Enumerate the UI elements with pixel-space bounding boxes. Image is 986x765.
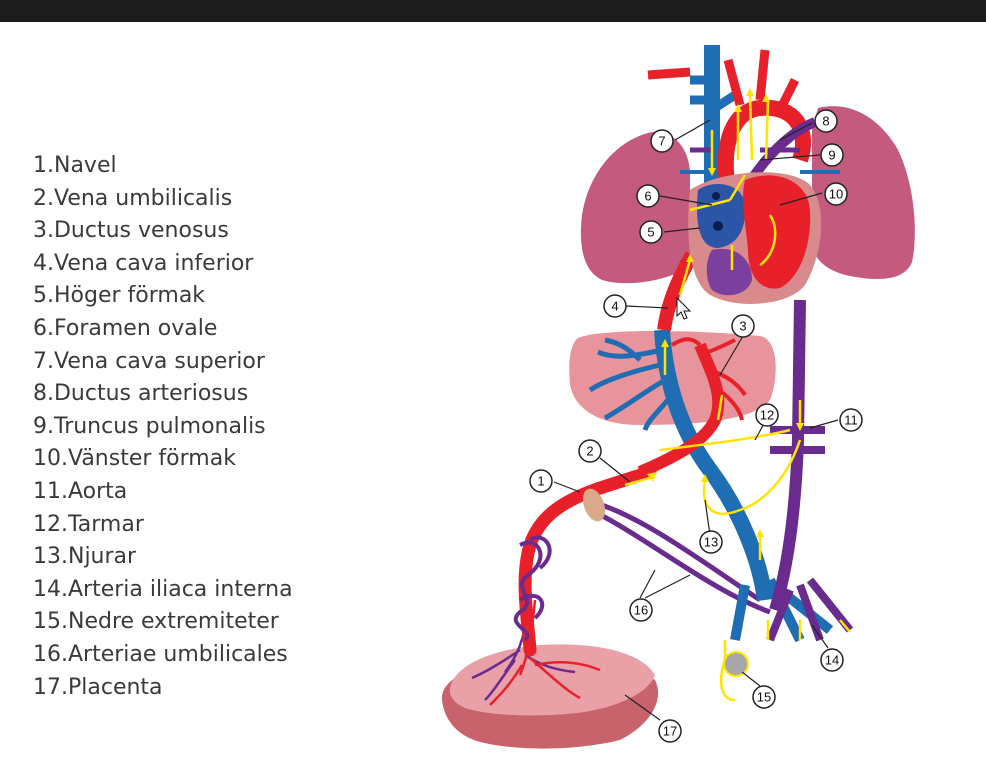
legend-item: 11.Aorta (33, 478, 128, 504)
callout-label: 1 (537, 474, 544, 489)
callout-4 (603, 294, 627, 318)
right-ventricle (706, 248, 752, 296)
legend-item: 13.Njurar (33, 544, 137, 570)
callout-1 (529, 469, 553, 493)
callout-label: 6 (644, 189, 651, 204)
callout-label: 9 (828, 148, 835, 163)
hepatic-veins (588, 337, 674, 431)
callout-13 (699, 530, 723, 554)
legend-list: 1.Navel 2.Vena umbilicalis 3.Ductus veno… (33, 150, 293, 704)
legend-item: 17.Placenta (33, 674, 163, 700)
legend-item: 4.Vena cava inferior (33, 250, 254, 276)
callout-label: 17 (663, 724, 677, 739)
legend-item: 1.Navel (33, 153, 117, 178)
callout-16 (629, 598, 653, 622)
callout-label: 2 (586, 444, 593, 459)
callout-3 (731, 314, 755, 338)
callout-15 (752, 685, 776, 709)
callout-label: 4 (611, 299, 618, 314)
ductus-venosus (637, 342, 725, 478)
legend-item: 7.Vena cava superior (33, 348, 265, 374)
callout-10 (824, 182, 848, 206)
legend-item: 12.Tarmar (33, 511, 144, 537)
callout-14 (820, 648, 844, 672)
callout-7 (650, 129, 674, 153)
callout-5 (639, 220, 663, 244)
umbilical-vein (518, 465, 657, 657)
legend-item: 10.Vänster förmak (33, 446, 236, 472)
legend-item: 15.Nedre extremiteter (33, 609, 279, 635)
callout-label: 13 (704, 535, 718, 550)
legend-item: 9.Truncus pulmonalis (33, 413, 266, 439)
aorta-descending (769, 299, 806, 612)
callout-17 (658, 719, 682, 743)
head-arteries (647, 49, 800, 113)
callout-label: 11 (844, 413, 858, 428)
legend-item: 14.Arteria iliaca interna (33, 576, 293, 602)
navel-ring (582, 488, 606, 522)
legend-item: 5.Höger förmak (33, 283, 206, 309)
callout-6 (636, 184, 660, 208)
callout-markers (529, 109, 863, 743)
callout-label: 14 (825, 653, 839, 668)
legend-item: 8.Ductus arteriosus (33, 381, 249, 407)
left-heart (743, 175, 811, 289)
mouse-pointer-icon (676, 296, 692, 320)
umbilical-artery-2 (593, 509, 771, 615)
vena-cava-inferior-lower (654, 329, 773, 602)
legend-item: 2.Vena umbilicalis (33, 185, 233, 211)
lower-extremity (723, 651, 749, 677)
legend-item: 16.Arteriae umbilicales (33, 641, 288, 667)
aorta-branches (766, 426, 854, 642)
blood-flow-arrows (624, 94, 851, 702)
left-lung (580, 131, 690, 284)
callout-label: 8 (822, 114, 829, 129)
callout-label: 12 (760, 408, 774, 423)
callout-labels: 1 2 3 4 5 6 7 8 9 10 11 12 13 14 15 16 1… (537, 114, 857, 739)
callout-label: 7 (658, 134, 665, 149)
liver-arteries (670, 337, 747, 421)
callout-label: 16 (634, 603, 648, 618)
window-top-bar (0, 0, 986, 22)
legend-item: 3.Ductus venosus (33, 218, 229, 244)
callout-11 (839, 408, 863, 432)
umbilical-artery-1 (591, 499, 762, 603)
callout-12 (755, 403, 779, 427)
callout-label: 3 (739, 319, 746, 334)
head-veins (690, 75, 738, 114)
callout-label: 10 (829, 187, 843, 202)
legend-item: 6.Foramen ovale (33, 315, 218, 341)
umbilical-arteries (513, 535, 552, 642)
callout-label: 15 (757, 690, 771, 705)
callout-2 (578, 439, 602, 463)
arrow-heads (647, 88, 804, 537)
callout-9 (820, 143, 844, 167)
callout-8 (814, 109, 838, 133)
callout-label: 5 (647, 225, 654, 240)
right-atrium (696, 184, 745, 248)
